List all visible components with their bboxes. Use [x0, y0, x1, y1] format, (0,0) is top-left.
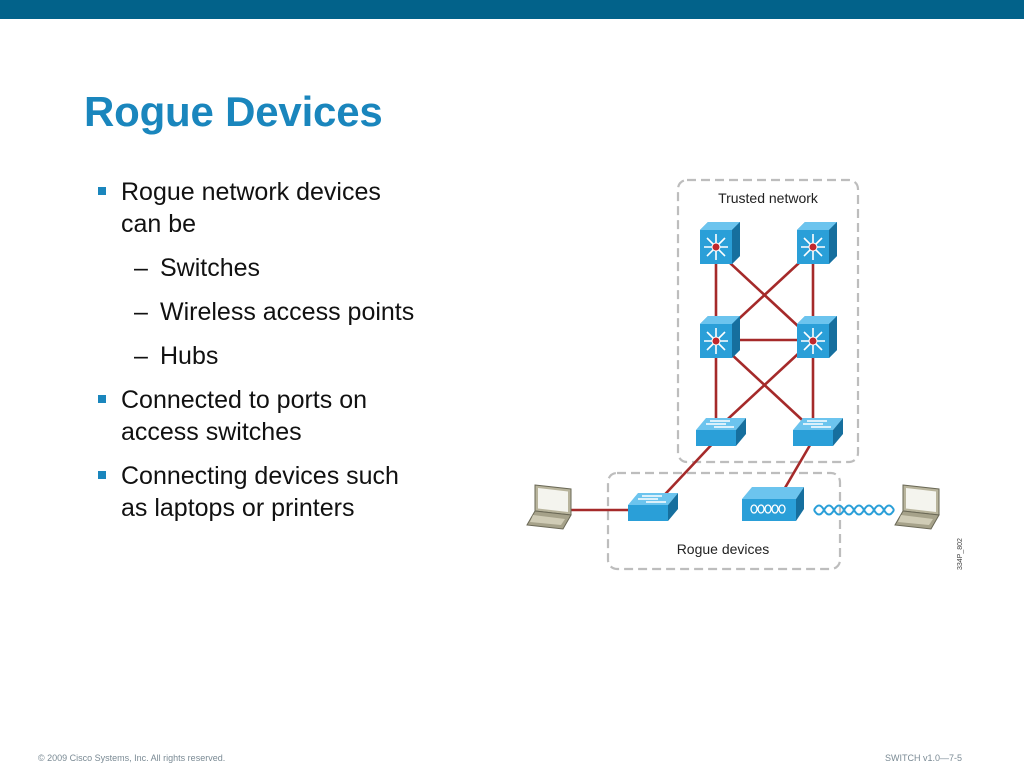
header-bar: [0, 0, 1024, 19]
bullet-list: Rogue network devices can be – Switches …: [96, 176, 476, 536]
access-switch-icon: [627, 492, 679, 522]
bullet-item: Rogue network devices can be: [96, 176, 476, 240]
laptop-icon: [894, 484, 940, 530]
bullet-line: as laptops or printers: [121, 494, 355, 522]
rogue-devices-label: Rogue devices: [677, 541, 770, 557]
laptop-icon: [526, 484, 572, 530]
access-switch-icon: [792, 417, 844, 447]
trusted-network-boundary: [676, 178, 860, 464]
sub-bullet-item: – Hubs: [96, 340, 476, 372]
sub-bullet-text: Hubs: [160, 342, 219, 370]
slide-title: Rogue Devices: [84, 88, 383, 135]
multilayer-switch-icon: [796, 221, 838, 265]
figure-id-label: 334P_802: [957, 538, 964, 570]
wireless-wave-icon: [813, 504, 895, 516]
multilayer-switch-icon: [796, 315, 838, 359]
sub-bullet-dash: –: [134, 254, 148, 282]
sub-bullet-item: – Switches: [96, 252, 476, 284]
sub-bullet-item: – Wireless access points: [96, 296, 476, 328]
rogue-devices-boundary: [606, 471, 842, 571]
sub-bullet-dash: –: [134, 342, 148, 370]
bullet-line: Connected to ports on: [121, 386, 367, 414]
access-switch-icon: [695, 417, 747, 447]
bullet-line: access switches: [121, 418, 302, 446]
bullet-square-icon: [98, 471, 106, 479]
network-diagram: Trusted network Rogue devices 334P_802: [526, 178, 964, 571]
bullet-square-icon: [98, 395, 106, 403]
bullet-line: Connecting devices such: [121, 462, 399, 490]
multilayer-switch-icon: [699, 221, 741, 265]
bullet-line: Rogue network devices: [121, 178, 381, 206]
sub-bullet-dash: –: [134, 298, 148, 326]
bullet-square-icon: [98, 187, 106, 195]
hub-icon: [741, 486, 805, 522]
bullet-item: Connected to ports on access switches: [96, 384, 476, 448]
multilayer-switch-icon: [699, 315, 741, 359]
bullet-line: can be: [121, 210, 197, 238]
sub-bullet-text: Wireless access points: [160, 298, 415, 326]
footer-course-page: SWITCH v1.0—7-5: [884, 753, 962, 763]
footer-copyright: © 2009 Cisco Systems, Inc. All rights re…: [38, 753, 226, 763]
bullet-item: Connecting devices such as laptops or pr…: [96, 460, 476, 524]
network-links: [565, 249, 815, 512]
sub-bullet-text: Switches: [160, 254, 261, 282]
trusted-network-label: Trusted network: [718, 190, 819, 206]
